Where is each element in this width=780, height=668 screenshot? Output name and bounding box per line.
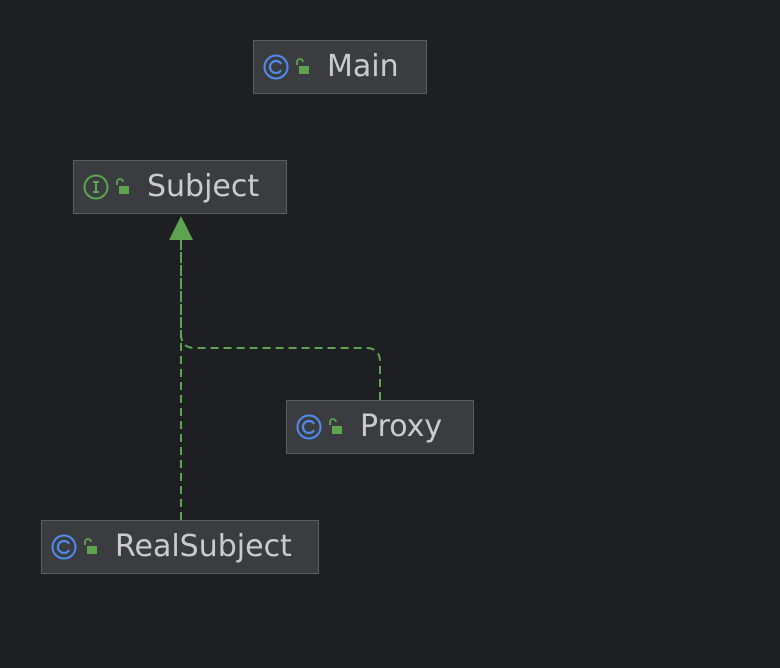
unlocked-padlock-icon: [116, 178, 129, 194]
unlocked-padlock-icon: [296, 58, 309, 74]
node-label: Main: [327, 49, 399, 84]
interface-i-icon: [83, 174, 109, 200]
arrowhead-subject: [169, 216, 193, 240]
node-main[interactable]: Main: [253, 40, 427, 94]
class-c-icon: [51, 534, 77, 560]
node-label: Proxy: [360, 409, 443, 444]
node-realsubject[interactable]: RealSubject: [41, 520, 319, 574]
node-label: Subject: [147, 169, 260, 204]
node-proxy[interactable]: Proxy: [286, 400, 474, 454]
node-label: RealSubject: [115, 529, 292, 564]
unlocked-padlock-icon: [329, 418, 342, 434]
unlocked-padlock-icon: [84, 538, 97, 554]
class-c-icon: [263, 54, 289, 80]
edge-proxy-implements-subject: [180, 240, 381, 400]
node-subject[interactable]: Subject: [73, 160, 287, 214]
class-c-icon: [296, 414, 322, 440]
